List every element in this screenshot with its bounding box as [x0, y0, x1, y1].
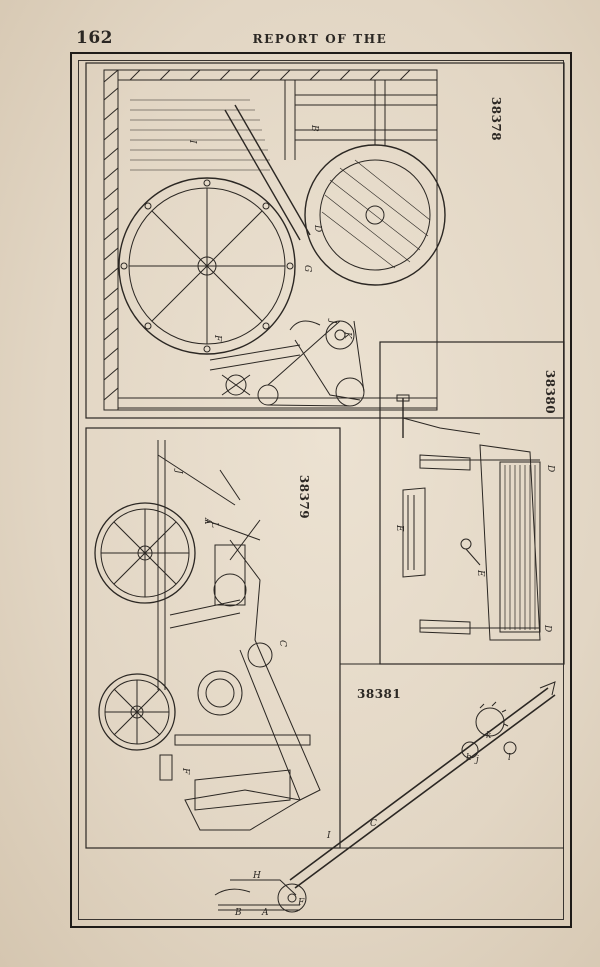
svg-text:H: H	[252, 871, 261, 881]
figure-38378-drawing: I B D G F J K	[85, 62, 565, 419]
patent-number-38380: 38380	[543, 369, 558, 415]
svg-text:F: F	[297, 898, 305, 908]
plate-outer-border	[70, 52, 572, 928]
patent-number-38381: 38381	[357, 687, 402, 701]
svg-text:D: D	[312, 224, 322, 232]
figure-38379-drawing: J A L C F	[85, 427, 341, 849]
svg-text:C: C	[370, 819, 377, 829]
svg-text:E: E	[475, 569, 485, 577]
svg-text:k: k	[486, 731, 491, 741]
svg-text:J: J	[327, 318, 337, 325]
figure-38381-drawing: H I C B A F k h j l	[86, 663, 564, 918]
svg-text:B: B	[234, 908, 242, 918]
svg-text:F: F	[212, 334, 222, 342]
svg-text:C: C	[277, 640, 287, 647]
svg-text:E: E	[394, 524, 404, 532]
svg-text:I: I	[187, 139, 197, 144]
svg-text:D: D	[545, 464, 555, 472]
svg-text:F: F	[180, 767, 190, 775]
svg-text:j: j	[474, 755, 479, 765]
svg-text:A: A	[261, 908, 269, 918]
figure-38380-drawing: D D E E	[379, 341, 565, 665]
patent-number-38378: 38378	[489, 96, 504, 142]
svg-text:K: K	[342, 331, 352, 340]
patent-number-38379: 38379	[297, 474, 312, 520]
svg-text:l: l	[508, 753, 511, 763]
page-number: 162	[76, 28, 113, 48]
svg-text:A: A	[202, 517, 212, 525]
svg-text:L: L	[209, 521, 219, 528]
svg-text:G: G	[302, 265, 312, 272]
svg-text:I: I	[326, 831, 331, 841]
svg-text:h: h	[466, 753, 472, 763]
svg-text:B: B	[309, 124, 319, 132]
svg-text:D: D	[542, 624, 552, 632]
running-head: REPORT OF THE	[252, 32, 388, 46]
svg-text:J: J	[173, 468, 183, 475]
